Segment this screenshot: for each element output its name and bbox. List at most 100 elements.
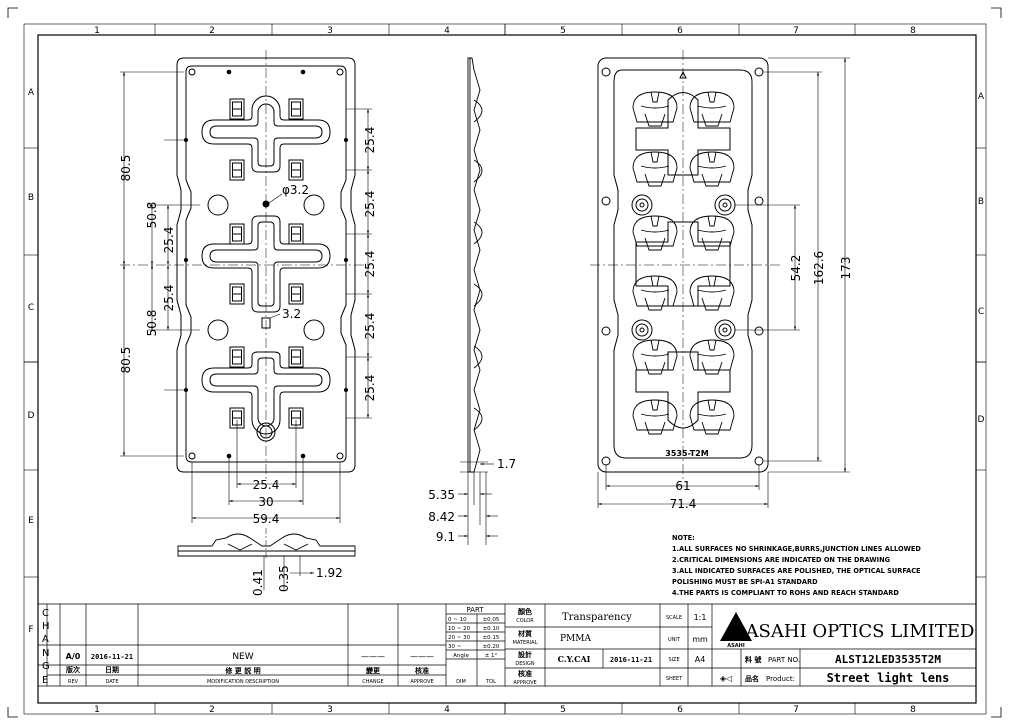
col-label-bottom: 4 — [444, 705, 450, 715]
dim-right-bottom-1: 61 — [675, 479, 690, 493]
change-dash: ——— — [361, 652, 385, 661]
partno-cn: 料 號 — [745, 655, 761, 664]
mod-cn: 修 更 説 明 — [224, 666, 260, 675]
col-label-bottom: 8 — [910, 705, 916, 715]
row-label-right: B — [978, 197, 984, 207]
tol-value-4: ±0.20 — [483, 644, 500, 650]
note-line-5: 4.THE PARTS IS COMPLIANT TO ROHS AND REA… — [672, 589, 899, 597]
dim-left-6: 80.5 — [119, 347, 133, 374]
left-centerlines — [120, 50, 370, 480]
dim-left-2: 50.8 — [145, 202, 159, 229]
material-value: PMMA — [560, 634, 591, 644]
dim-right-4: 25.4 — [363, 313, 377, 340]
date-en: DATE — [105, 679, 118, 685]
dim-left-5: 50.8 — [145, 310, 159, 337]
tol-range-2: 10 ~ 20 — [448, 626, 471, 632]
col-label-top: 5 — [560, 26, 566, 36]
col-label-bottom: 2 — [209, 705, 215, 715]
led-pads — [229, 98, 304, 429]
product-en: Product: — [766, 675, 795, 683]
rev-cn: 版次 — [66, 665, 80, 674]
dim-sec-2: 0.35 — [277, 565, 291, 592]
col-label-bottom: 7 — [793, 705, 799, 715]
material-cn: 材質 — [517, 629, 532, 638]
unit-value: mm — [692, 635, 708, 644]
col-label-bottom: 3 — [327, 705, 333, 715]
dim-phi: φ3.2 — [282, 183, 309, 197]
notes-heading: NOTE: — [672, 534, 695, 542]
col-label-top: 3 — [327, 26, 333, 36]
scale-value: 1:1 — [694, 613, 707, 622]
col-label-bottom: 5 — [560, 705, 566, 715]
dim-side-2: 5.35 — [428, 488, 455, 502]
change-letter-e: E — [42, 675, 48, 686]
row-label-left: B — [28, 193, 34, 203]
tol-value-2: ±0.10 — [483, 626, 500, 632]
rev-value: A/0 — [66, 652, 81, 661]
right-dim-labels: 54.2 162.6 173 61 71.4 3535-T2M — [665, 251, 853, 511]
side-dim-labels: 1.7 5.35 8.42 9.1 — [428, 457, 516, 544]
tol-value-1: ±0.05 — [483, 617, 500, 623]
projection-icon: ◈◁ — [720, 674, 732, 683]
dim-right-1: 25.4 — [363, 127, 377, 154]
col-label-top: 2 — [209, 26, 215, 36]
change-letter-g: G — [42, 661, 50, 672]
dim-sec-1: 0.41 — [251, 569, 265, 596]
row-label-right: C — [978, 307, 984, 317]
rev-en: REV — [68, 679, 79, 685]
tol-tol: TOL — [485, 679, 496, 685]
tol-range-1: 0 ~ 10 — [448, 617, 467, 623]
dim-right-view-1: 54.2 — [789, 255, 803, 282]
tol-header: PART — [466, 606, 484, 614]
col-label-top: 6 — [677, 26, 683, 36]
change-letter-c: C — [42, 608, 49, 619]
dim-right-2: 25.4 — [363, 191, 377, 218]
sheet-frame — [7, 7, 1002, 718]
size-value: A4 — [695, 655, 706, 664]
note-line-2: 2.CRITICAL DIMENSIONS ARE INDICATED ON T… — [672, 556, 890, 564]
row-label-left: F — [28, 625, 33, 635]
mod-en: MODIFICATION DESCRIPTION — [207, 679, 279, 685]
color-cn: 顏色 — [517, 607, 532, 616]
right-centerlines — [590, 50, 780, 480]
dim-bottom-1: 25.4 — [253, 478, 280, 492]
side-view — [458, 57, 498, 545]
part-marking: 3535-T2M — [665, 449, 708, 458]
dim-side-4: 9.1 — [436, 530, 455, 544]
tol-dim: DIM — [456, 679, 466, 685]
date-value: 2016-11-21 — [91, 653, 133, 661]
dim-left-3: 25.4 — [162, 227, 176, 254]
change-letter-h: H — [42, 621, 50, 632]
approve-en: APPROVE — [410, 679, 433, 685]
row-label-right: A — [978, 92, 985, 102]
dim-right-bottom-2: 71.4 — [670, 497, 697, 511]
col-label-top: 4 — [444, 26, 450, 36]
design-date: 2016-11-21 — [610, 656, 652, 664]
asahi-logo-icon: ASAHI — [720, 612, 752, 649]
tol-range-5: Angle — [453, 653, 469, 659]
dim-right-view-3: 173 — [839, 257, 853, 280]
title-block — [38, 603, 976, 687]
sheet-label: SHEET — [666, 676, 683, 682]
size-label: SIZE — [668, 657, 679, 663]
design-value: C.Y.CAI — [558, 654, 591, 664]
notes: NOTE: 1.ALL SURFACES NO SHRINKAGE,BURRS,… — [672, 534, 921, 597]
design-cn: 設計 — [518, 650, 532, 659]
row-label-right: D — [978, 415, 985, 425]
tol-value-5: ± 1° — [485, 653, 498, 659]
note-line-4: POLISHING MUST BE SPI-A1 STANDARD — [672, 578, 818, 586]
company-name: ASAHI OPTICS LIMITED — [745, 621, 975, 642]
col-label-bottom: 6 — [677, 705, 683, 715]
tol-range-4: 30 ~ — [448, 644, 462, 650]
note-line-1: 1.ALL SURFACES NO SHRINKAGE,BURRS,JUNCTI… — [672, 545, 921, 553]
approve2-cn: 核准 — [518, 669, 532, 678]
row-label-left: E — [28, 516, 34, 526]
tol-value-3: ±0.15 — [483, 635, 500, 641]
approve-cn: 核准 — [415, 666, 429, 675]
title-block-text: C H A N G E A/0 2016-11-21 NEW ——— ——— 版… — [42, 606, 974, 686]
dim-right-5: 25.4 — [363, 375, 377, 402]
right-lenses — [632, 91, 735, 435]
row-label-left: D — [28, 411, 35, 421]
